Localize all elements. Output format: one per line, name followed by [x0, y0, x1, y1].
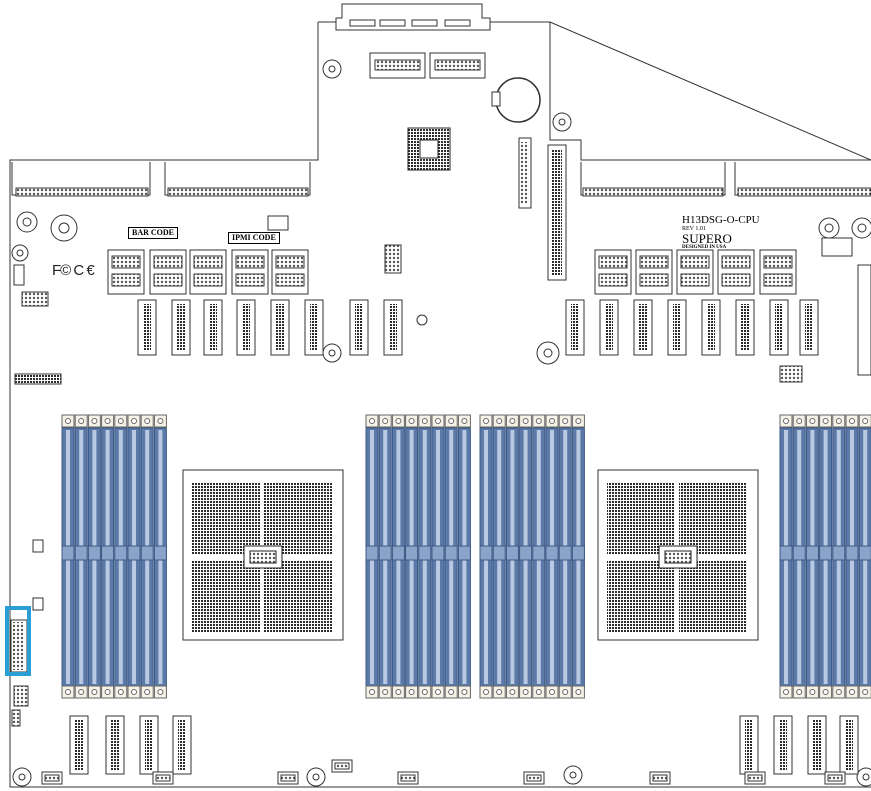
brand-logo: SUPERO — [682, 231, 732, 246]
top-riser-connector — [335, 3, 491, 31]
cpu-socket-2 — [597, 469, 759, 641]
highlight-box — [5, 606, 31, 676]
dimm-banks — [61, 414, 871, 699]
bmc-chip — [407, 127, 451, 171]
power-connectors-right — [594, 249, 797, 295]
pcb-outline — [9, 21, 871, 788]
fcc-ce-mark: F© C € — [52, 262, 95, 279]
io-header-mid — [164, 162, 311, 197]
model-name: H13DSG-O-CPU — [682, 214, 760, 226]
misc-components — [11, 215, 871, 727]
io-header-left — [11, 162, 151, 197]
cmos-battery — [491, 77, 541, 123]
expansion-slots — [69, 299, 859, 775]
revision-label: REV 1.01 — [682, 226, 706, 232]
cpu-socket-1 — [182, 469, 344, 641]
power-connectors-left — [107, 249, 309, 295]
bar-code-label: BAR CODE — [128, 227, 179, 239]
io-header-right-b — [734, 162, 871, 197]
fan-headers — [41, 759, 846, 785]
io-header-right-a — [580, 162, 726, 197]
mounting-holes — [11, 59, 871, 787]
front-panel-header — [10, 619, 28, 673]
model-block: H13DSG-O-CPU REV 1.01 SUPERO DESIGNED IN… — [682, 215, 760, 251]
designed-in-label: DESIGNED IN USA — [682, 245, 727, 250]
ipmi-code-label: IPMI CODE — [228, 232, 280, 244]
vertical-riser-slot — [518, 137, 567, 281]
top-connectors — [369, 52, 486, 79]
